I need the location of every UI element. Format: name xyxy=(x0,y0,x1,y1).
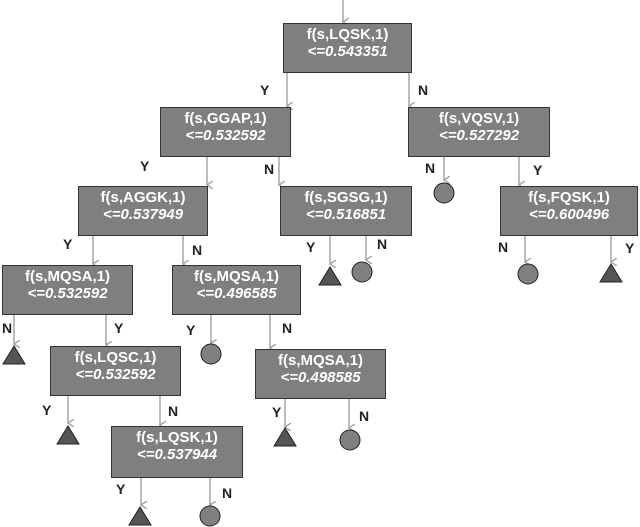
node-threshold: <=0.600496 xyxy=(528,206,610,223)
tree-node: f(s,SGSG,1)<=0.516851 xyxy=(280,186,412,236)
edge-label-no: N xyxy=(2,320,13,336)
tree-node: f(s,MQSA,1)<=0.532592 xyxy=(2,265,133,315)
leaf-triangle xyxy=(2,345,26,365)
node-function: f(s,GGAP,1) xyxy=(184,110,267,127)
tree-node: f(s,LQSK,1)<=0.543351 xyxy=(283,23,412,73)
leaf-triangle xyxy=(128,506,152,526)
leaf-circle xyxy=(433,182,455,204)
node-threshold: <=0.537949 xyxy=(102,206,184,223)
node-function: f(s,VQSV,1) xyxy=(438,110,520,127)
tree-node: f(s,LQSC,1)<=0.532592 xyxy=(50,346,181,396)
node-threshold: <=0.532592 xyxy=(27,285,108,302)
edge-label-yes: Y xyxy=(306,239,316,255)
leaf-triangle xyxy=(56,425,80,445)
leaf-circle xyxy=(199,505,221,527)
edge-label-no: N xyxy=(425,160,436,176)
leaf-circle xyxy=(339,429,361,451)
tree-node: f(s,GGAP,1)<=0.532592 xyxy=(160,107,291,157)
node-function: f(s,MQSA,1) xyxy=(277,352,363,369)
edge-label-no: N xyxy=(222,485,233,501)
node-threshold: <=0.537944 xyxy=(136,446,218,463)
node-function: f(s,LQSK,1) xyxy=(306,26,389,43)
edge-label-yes: Y xyxy=(140,158,150,174)
edge-label-no: N xyxy=(359,408,370,424)
edge-label-yes: Y xyxy=(260,82,270,98)
edge-label-no: N xyxy=(192,242,203,258)
node-threshold: <=0.532592 xyxy=(185,127,266,144)
node-threshold: <=0.543351 xyxy=(307,43,388,60)
node-threshold: <=0.516851 xyxy=(305,206,387,223)
tree-node: f(s,MQSA,1)<=0.496585 xyxy=(172,265,301,315)
edge-label-yes: Y xyxy=(625,240,635,256)
node-threshold: <=0.527292 xyxy=(438,127,520,144)
leaf-triangle xyxy=(318,266,342,286)
node-function: f(s,LQSK,1) xyxy=(136,429,218,446)
leaf-circle xyxy=(351,261,373,283)
node-threshold: <=0.532592 xyxy=(75,366,156,383)
node-function: f(s,FQSK,1) xyxy=(528,189,610,206)
tree-node: f(s,AGGK,1)<=0.537949 xyxy=(78,186,208,236)
edge-label-yes: Y xyxy=(63,236,73,252)
edge-label-yes: Y xyxy=(114,320,124,336)
edge-label-yes: Y xyxy=(533,162,543,178)
node-function: f(s,MQSA,1) xyxy=(24,268,110,285)
leaf-triangle xyxy=(273,427,297,447)
edge-label-yes: Y xyxy=(186,322,196,338)
edge-label-no: N xyxy=(377,236,388,252)
leaf-triangle xyxy=(599,263,623,283)
node-function: f(s,LQSC,1) xyxy=(74,349,157,366)
node-function: f(s,SGSG,1) xyxy=(304,189,388,206)
edge-label-yes: Y xyxy=(42,402,52,418)
tree-node: f(s,VQSV,1)<=0.527292 xyxy=(408,107,550,157)
node-function: f(s,MQSA,1) xyxy=(193,268,279,285)
edge-label-no: N xyxy=(168,403,179,419)
edge-label-yes: Y xyxy=(116,481,126,497)
tree-node: f(s,MQSA,1)<=0.498585 xyxy=(255,349,386,399)
edge-label-no: N xyxy=(418,82,429,98)
node-threshold: <=0.498585 xyxy=(280,369,361,386)
leaf-circle xyxy=(200,343,222,365)
node-threshold: <=0.496585 xyxy=(196,285,277,302)
edge-label-yes: Y xyxy=(272,404,282,420)
tree-node: f(s,FQSK,1)<=0.600496 xyxy=(500,186,638,236)
edge-label-no: N xyxy=(282,320,293,336)
leaf-circle xyxy=(517,263,539,285)
node-function: f(s,AGGK,1) xyxy=(100,189,186,206)
edge-label-no: N xyxy=(498,239,509,255)
tree-node: f(s,LQSK,1)<=0.537944 xyxy=(111,426,243,478)
edge-label-no: N xyxy=(264,161,275,177)
